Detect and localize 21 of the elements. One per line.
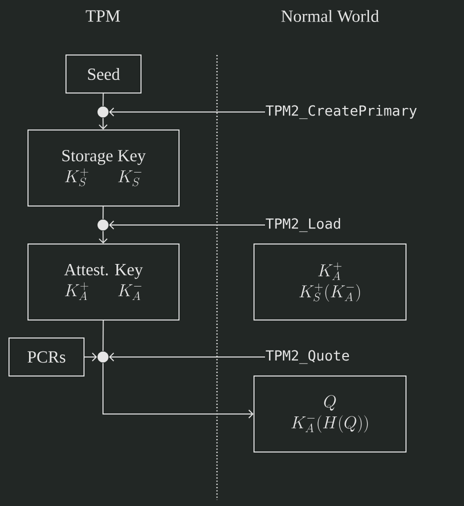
- pcr-box: PCRs: [8, 338, 84, 376]
- arrow: [84, 352, 97, 362]
- seed-box: Seed: [66, 54, 142, 94]
- arrow: [98, 118, 108, 130]
- key-box: Attest. Key $K_A^+$ $K_A^-$: [28, 244, 180, 320]
- key-box: Storage Key $K_S^+$ $K_S^-$: [28, 130, 180, 206]
- command-label: TPM2_CreatePrimary: [266, 105, 417, 119]
- junction-dot: [98, 106, 108, 118]
- output-box: $Q$ $K_A^-(H(Q))$: [254, 376, 406, 452]
- column-heading: Normal World: [281, 10, 379, 22]
- column-heading: TPM: [86, 10, 120, 22]
- junction-dot: [98, 220, 108, 230]
- arrow: [102, 362, 254, 418]
- arrow: [109, 220, 266, 230]
- arrow: [98, 230, 108, 244]
- arrow: [109, 108, 266, 116]
- junction-dot: [98, 352, 108, 362]
- output-box: $K_A^+$ $K_S^+(K_A^-)$: [254, 244, 406, 320]
- arrow: [109, 352, 266, 362]
- command-label: TPM2_Quote: [266, 350, 349, 364]
- command-label: TPM2_Load: [266, 218, 340, 232]
